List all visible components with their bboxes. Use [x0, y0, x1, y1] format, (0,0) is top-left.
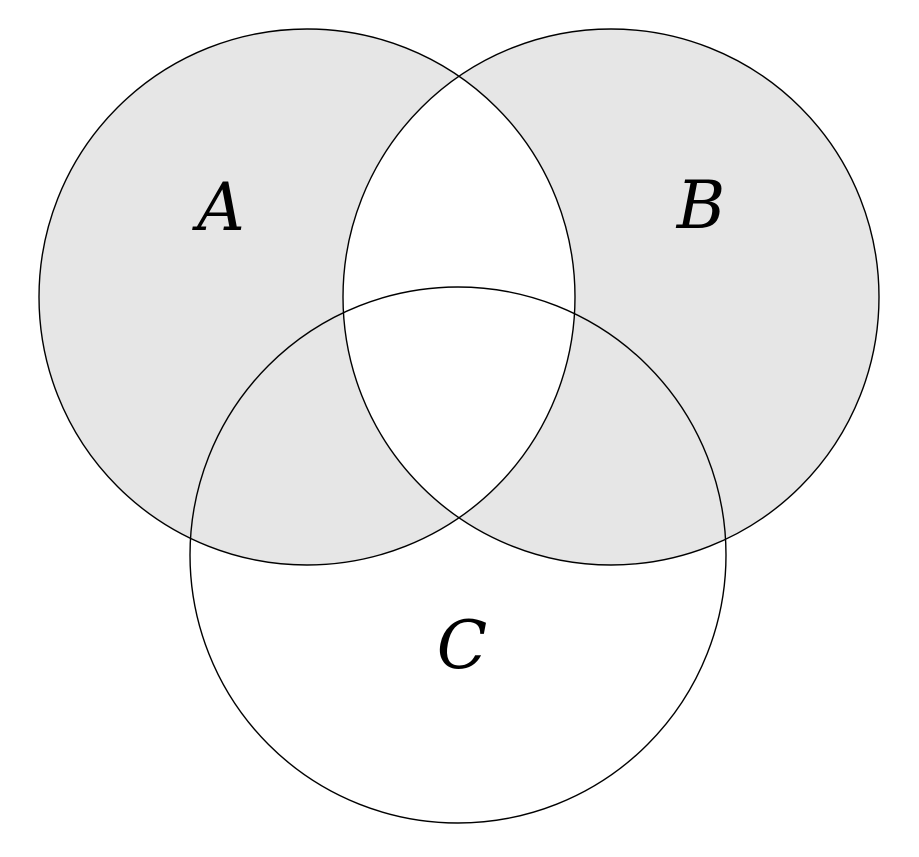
set-label-a: A: [191, 169, 245, 246]
shaded-region-a-xor-b: [39, 29, 879, 565]
set-label-c: C: [437, 607, 488, 684]
circle-b-outline: [342, 28, 880, 566]
circle-a-outline: [38, 28, 576, 566]
set-label-b: B: [676, 167, 726, 244]
circle-c-outline: [189, 286, 727, 824]
